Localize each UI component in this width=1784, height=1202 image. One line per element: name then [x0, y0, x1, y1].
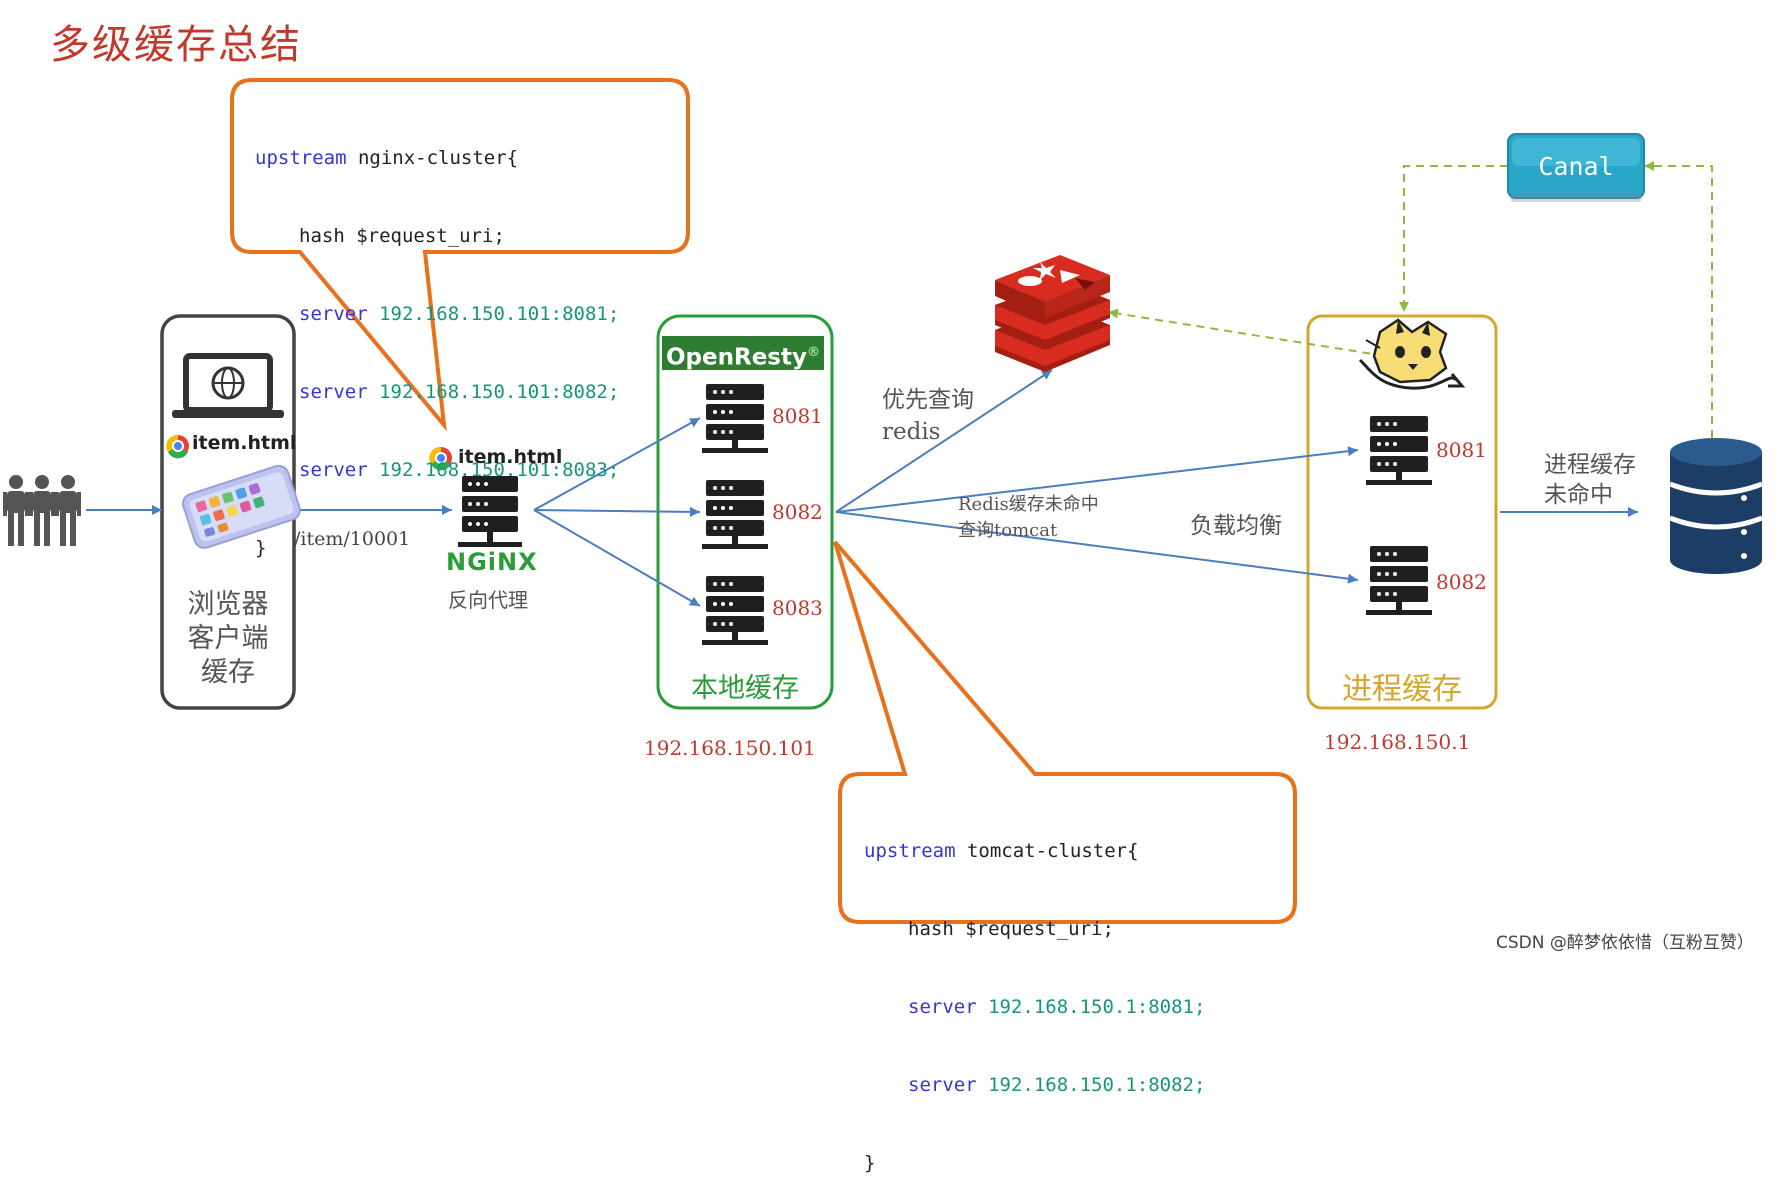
- tomcat-server-8081-icon: [1366, 416, 1432, 485]
- code-address: 192.168.150.101:8082;: [379, 381, 620, 403]
- browser-page-label: item.html: [192, 432, 297, 454]
- tomcat-port-8082: 8082: [1436, 570, 1487, 594]
- arrow-openresty-tomcat8081: [835, 446, 1359, 513]
- database-icon: [1669, 438, 1763, 574]
- code-keyword: server: [299, 459, 368, 481]
- redis-first-label: 优先查询 redis: [882, 384, 974, 448]
- load-balance-label: 负载均衡: [1190, 513, 1282, 539]
- code-text: hash $request_uri;: [908, 918, 1114, 940]
- code-text: hash $request_uri;: [299, 225, 505, 247]
- browser-label-line: 浏览器: [187, 589, 269, 620]
- code-keyword: server: [908, 1074, 977, 1096]
- dash-tomcat-redis: [1107, 308, 1399, 359]
- arrow-openresty-redis: [835, 369, 1053, 513]
- openresty-reg-mark: ®: [806, 345, 820, 360]
- redis-icon: [995, 255, 1110, 372]
- code-keyword: server: [299, 381, 368, 403]
- openresty-logo: OpenResty®: [662, 336, 824, 371]
- code-address: 192.168.150.1:8081;: [988, 996, 1206, 1018]
- tomcat-ip: 192.168.150.1: [1324, 730, 1471, 754]
- code-keyword: server: [299, 303, 368, 325]
- nginx-callout-bubble: [230, 78, 690, 432]
- diagram-title: 多级缓存总结: [50, 22, 302, 68]
- process-miss-label: 进程缓存 未命中: [1544, 450, 1636, 510]
- code-text: }: [864, 1152, 876, 1174]
- tomcat-box: [1306, 314, 1498, 710]
- arrow-nginx-8082: [533, 506, 701, 517]
- laptop-icon: [172, 353, 284, 418]
- local-cache-label: 本地缓存: [691, 673, 799, 704]
- watermark: CSDN @醉梦依依惜（互粉互赞）: [1496, 933, 1754, 953]
- nginx-role-label: 反向代理: [448, 588, 528, 612]
- phone-icon: [182, 464, 301, 549]
- tomcat-upstream-config: upstream tomcat-cluster{ hash $request_u…: [864, 786, 1205, 1202]
- diagram-canvas: [3, 78, 1763, 924]
- tomcat-callout-bubble: [833, 540, 1297, 924]
- canal-label: Canal: [1538, 152, 1614, 181]
- redis-first-line: 优先查询: [882, 387, 974, 413]
- arrow-openresty-tomcat8082: [835, 511, 1359, 584]
- openresty-ip: 192.168.150.101: [644, 736, 816, 760]
- code-address: 192.168.150.101:8083;: [379, 459, 620, 481]
- openresty-logo-text: OpenResty: [666, 344, 807, 371]
- request-path-label: /item/10001: [294, 528, 411, 550]
- code-keyword: server: [908, 996, 977, 1018]
- openresty-server-8081-icon: [702, 384, 768, 453]
- chrome-icon: [429, 446, 452, 471]
- code-text: tomcat-cluster{: [955, 840, 1139, 862]
- code-keyword: upstream: [864, 840, 956, 862]
- openresty-port-8082: 8082: [772, 500, 823, 524]
- chrome-icon: [166, 434, 189, 459]
- nginx-page-label: item.html: [458, 446, 563, 468]
- redis-first-line: redis: [882, 419, 941, 445]
- redis-miss-label: Redis缓存未命中 查询tomcat: [958, 492, 1099, 544]
- code-text: }: [255, 537, 267, 559]
- browser-cache-label: 浏览器 客户端 缓存: [162, 588, 294, 690]
- users-icon: [3, 475, 81, 546]
- nginx-upstream-config: upstream nginx-cluster{ hash $request_ur…: [255, 93, 619, 587]
- nginx-server-icon: [458, 476, 522, 547]
- tomcat-icon: [1358, 318, 1466, 390]
- browser-label-line: 客户端: [187, 623, 269, 654]
- redis-miss-line: Redis缓存未命中: [958, 494, 1099, 515]
- dash-canal-tomcat: [1399, 165, 1508, 312]
- openresty-port-8083: 8083: [772, 596, 823, 620]
- redis-miss-line: 查询tomcat: [958, 520, 1058, 541]
- arrow-nginx-8083: [533, 509, 701, 607]
- code-address: 192.168.150.1:8082;: [988, 1074, 1206, 1096]
- dash-db-canal: [1644, 161, 1713, 438]
- process-cache-label: 进程缓存: [1342, 672, 1462, 707]
- process-miss-line: 未命中: [1544, 482, 1613, 508]
- process-miss-line: 进程缓存: [1544, 452, 1636, 478]
- browser-label-line: 缓存: [201, 657, 255, 688]
- openresty-server-8083-icon: [702, 576, 768, 645]
- tomcat-port-8081: 8081: [1436, 438, 1487, 462]
- code-address: 192.168.150.101:8081;: [379, 303, 620, 325]
- arrow-nginx-8081: [533, 417, 701, 511]
- code-text: nginx-cluster{: [346, 147, 519, 169]
- code-keyword: upstream: [255, 147, 347, 169]
- nginx-logo: NGiNX: [446, 548, 538, 576]
- tomcat-server-8082-icon: [1366, 546, 1432, 615]
- openresty-server-8082-icon: [702, 480, 768, 549]
- openresty-port-8081: 8081: [772, 404, 823, 428]
